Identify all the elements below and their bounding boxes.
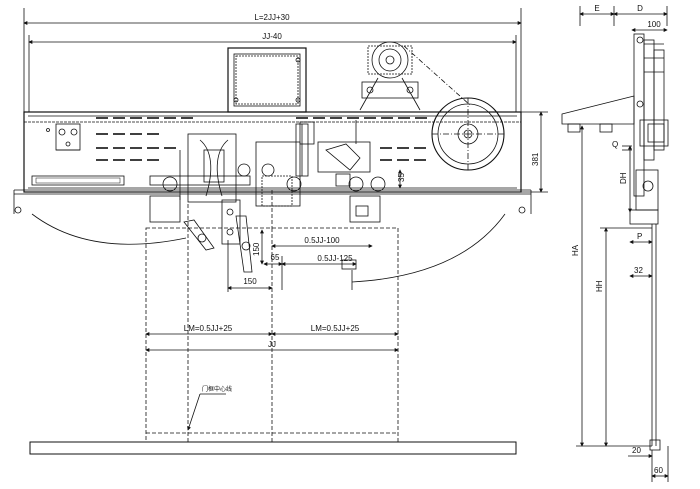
- dim-65-label: 65: [271, 253, 280, 262]
- side-mechanism: [629, 33, 669, 451]
- header-beam: [23, 111, 522, 193]
- centre-line-annotation-label: 门框中心线: [202, 385, 232, 393]
- side-20-label: 20: [632, 446, 641, 455]
- overall-length-dimension: L=2JJ+30: [23, 8, 522, 112]
- dim-q-dh: Q DH: [612, 140, 632, 213]
- overall-length-label: L=2JJ+30: [254, 13, 290, 22]
- hanger-mechanism: [149, 120, 386, 290]
- motor-box: [227, 47, 307, 113]
- dim-ha-hh: HA HH: [571, 125, 652, 447]
- dim-65-and-half-jj-minus-125: 65 0.5JJ-125: [263, 253, 357, 290]
- door-swing-arcs: [31, 213, 506, 283]
- side-dim-100-label: 100: [647, 20, 661, 29]
- side-p-label: P: [637, 232, 642, 241]
- side-60-label: 60: [654, 466, 663, 475]
- dim-150-vertical-label: 150: [252, 242, 261, 256]
- side-q-label: Q: [612, 140, 618, 149]
- dim-150-horizontal: 150: [227, 240, 273, 292]
- dim-20-60: 20 60: [628, 446, 669, 482]
- dim-150-horizontal-label: 150: [243, 277, 257, 286]
- door-track: [13, 175, 532, 214]
- centre-line-annotation: 门框中心线: [187, 385, 232, 431]
- header-length-label: JJ-40: [262, 32, 282, 41]
- dim-half-jj-minus-100: 0.5JJ-100: [271, 236, 373, 248]
- large-pulley: [431, 97, 505, 171]
- dim-381-label: 381: [531, 152, 540, 166]
- side-hh-label: HH: [595, 280, 604, 292]
- door-panels: [145, 190, 399, 443]
- side-d-label: D: [637, 4, 643, 13]
- lm-dimensions: LM=0.5JJ+25 LM=0.5JJ+25: [145, 324, 399, 336]
- side-view: E D 100: [561, 4, 669, 482]
- side-lintel: [561, 95, 635, 133]
- side-e-label: E: [594, 4, 599, 13]
- lm-right-label: LM=0.5JJ+25: [311, 324, 360, 333]
- dim-35-label: 35: [397, 173, 406, 182]
- jj-label: JJ: [268, 340, 276, 349]
- dim-150-vertical: 150: [252, 229, 264, 265]
- side-32-label: 32: [634, 266, 643, 275]
- top-pulley: [359, 41, 471, 111]
- jj-dimension: JJ: [145, 340, 399, 352]
- dim-half-jj-minus-125-label: 0.5JJ-125: [317, 254, 353, 263]
- top-e-d-dimensions: E D: [579, 4, 668, 26]
- side-ha-label: HA: [571, 244, 580, 256]
- dim-half-jj-minus-100-label: 0.5JJ-100: [304, 236, 340, 245]
- floor-sill: [29, 441, 517, 455]
- header-length-dimension: JJ-40: [28, 32, 517, 112]
- dim-35: 35: [397, 169, 406, 189]
- dim-381: 381: [521, 111, 548, 193]
- side-dh-label: DH: [619, 172, 628, 184]
- lm-left-label: LM=0.5JJ+25: [184, 324, 233, 333]
- front-view: L=2JJ+30 JJ-40: [13, 8, 548, 455]
- dim-p-32: P 32: [629, 232, 653, 278]
- dim-100-side: 100: [631, 20, 668, 32]
